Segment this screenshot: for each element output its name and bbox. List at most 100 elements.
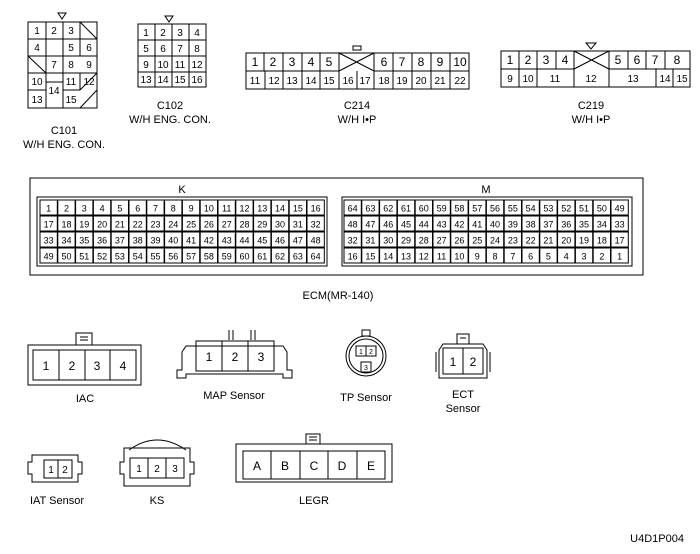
ecm-m-cavity [557, 231, 576, 248]
ecm-k-pin-32: 32 [311, 220, 321, 230]
ecm-m-pin-1: 1 [617, 252, 622, 262]
c219-pin-7: 7 [652, 53, 659, 67]
ecm-m-pin-19: 19 [579, 236, 589, 246]
tp-sensor-label: TP Sensor [340, 392, 392, 404]
c214-pin-19: 19 [396, 76, 408, 87]
iat-pin-2: 2 [62, 465, 68, 476]
ecm-k-cavity [57, 247, 76, 264]
ecm-m-pin-8: 8 [492, 252, 497, 262]
c219-pin-5: 5 [615, 53, 622, 67]
ecm-m-cavity [557, 199, 576, 216]
c102-pin-7: 7 [177, 44, 183, 55]
ecm-k-pin-29: 29 [257, 220, 267, 230]
ecm-k-pin-17: 17 [44, 220, 54, 230]
ecm-k-pin-14: 14 [275, 204, 285, 214]
ecm-m-cavity [557, 247, 576, 264]
ecm-m-pin-20: 20 [561, 236, 571, 246]
ecm-k-pin-8: 8 [171, 204, 176, 214]
c214-pin-5: 5 [326, 55, 333, 69]
ecm-m-cavity [396, 247, 416, 264]
iac-label: IAC [76, 393, 94, 405]
ecm-k-cavity [306, 247, 325, 264]
ecm-k-pin-43: 43 [222, 236, 232, 246]
ecm-m-cavity [610, 231, 629, 248]
ecm-k-pin-48: 48 [311, 236, 321, 246]
ecm-k-pin-19: 19 [79, 220, 89, 230]
c214-pin-15: 15 [323, 76, 335, 87]
ecm-m-pin-40: 40 [490, 220, 500, 230]
ecm-k-pin-59: 59 [222, 252, 232, 262]
tp-pin-1: 1 [359, 349, 363, 356]
ecm-k-pin-51: 51 [79, 252, 89, 262]
ecm-k-cavity [306, 231, 325, 248]
ecm-m-pin-61: 61 [401, 204, 411, 214]
c101-pin-8: 8 [68, 60, 74, 71]
ecm-k-pin-56: 56 [168, 252, 178, 262]
c219-pin-4: 4 [562, 53, 569, 67]
ecm-m-cavity [361, 215, 380, 232]
iac-pin-2: 2 [69, 359, 76, 373]
ecm-m-cavity [450, 247, 469, 264]
ecm-m-cavity [574, 247, 594, 264]
ecm-m-pin-27: 27 [437, 236, 447, 246]
c102-pin-8: 8 [194, 44, 200, 55]
ecm-m-pin-38: 38 [526, 220, 536, 230]
ecm-m-cavity [361, 247, 380, 264]
ecm-m-cavity [574, 215, 594, 232]
ecm-k-cavity [57, 231, 76, 248]
ect-sensor-pins: 1 2 [450, 355, 477, 369]
map-pin-2: 2 [232, 350, 239, 364]
ecm-m-pin-42: 42 [454, 220, 464, 230]
ecm-m-pin-11: 11 [437, 252, 446, 262]
ect-sensor-label-1: ECT [452, 389, 474, 401]
ecm-k-cavity [270, 199, 290, 216]
connector-c102 [137, 15, 207, 88]
ecm-m-pin-37: 37 [543, 220, 553, 230]
ecm-m-cavity [539, 215, 558, 232]
iac-connector [27, 332, 142, 386]
ecm-k-pin-42: 42 [204, 236, 214, 246]
ecm-k-pin-52: 52 [97, 252, 107, 262]
connector-c214 [245, 45, 470, 90]
ecm-m-cavity [574, 231, 594, 248]
ecm-k-pin-35: 35 [79, 236, 89, 246]
ecm-m-cavity [539, 231, 558, 248]
ect-pin-1: 1 [450, 355, 457, 369]
map-sensor-pins: 1 2 3 [206, 350, 265, 364]
ecm-m-pin-48: 48 [348, 220, 358, 230]
c214-pin-7: 7 [399, 55, 406, 69]
legr-pin-b: B [281, 459, 289, 473]
ecm-k-cavity [75, 231, 94, 248]
c101-pin-5: 5 [68, 43, 74, 54]
ecm-k-pin-49: 49 [44, 252, 54, 262]
legr-connector [235, 433, 393, 483]
ecm-k-pin-22: 22 [133, 220, 143, 230]
ecm-k-pin-30: 30 [275, 220, 285, 230]
connector-c101-pins: 1 2 3 4 5 6 7 8 9 10 11 12 13 14 15 [31, 26, 95, 106]
ecm-m-cavity [521, 231, 540, 248]
ecm-k-cavity [92, 231, 112, 248]
c101-pin-12: 12 [83, 77, 95, 88]
ecm-m-pin-36: 36 [561, 220, 571, 230]
ecm-k-pin-39: 39 [150, 236, 160, 246]
ecm-m-pin-25: 25 [472, 236, 482, 246]
c102-pin-4: 4 [194, 28, 200, 39]
ecm-k-pin-34: 34 [61, 236, 71, 246]
ks-label: KS [150, 495, 165, 507]
c101-pin-3: 3 [68, 26, 74, 37]
c214-pin-12: 12 [268, 76, 280, 87]
c101-pin-15: 15 [65, 95, 77, 106]
ecm-m-cavity [450, 231, 469, 248]
ecm-m-pin-3: 3 [581, 252, 586, 262]
c102-desc: W/H ENG. CON. [129, 114, 211, 126]
c219-pin-3: 3 [543, 53, 550, 67]
c214-pin-16: 16 [342, 76, 354, 87]
legr-pin-d: D [338, 459, 347, 473]
ecm-k-cavity [75, 247, 94, 264]
ks-pin-3: 3 [172, 464, 178, 475]
ecm-m-pin-5: 5 [546, 252, 551, 262]
ecm-k-cavity [92, 199, 112, 216]
connector-c219-pins-bottom: 9 10 11 12 13 14 15 [507, 74, 688, 85]
ecm-m-pin-43: 43 [437, 220, 447, 230]
c219-pin-9: 9 [507, 74, 513, 85]
